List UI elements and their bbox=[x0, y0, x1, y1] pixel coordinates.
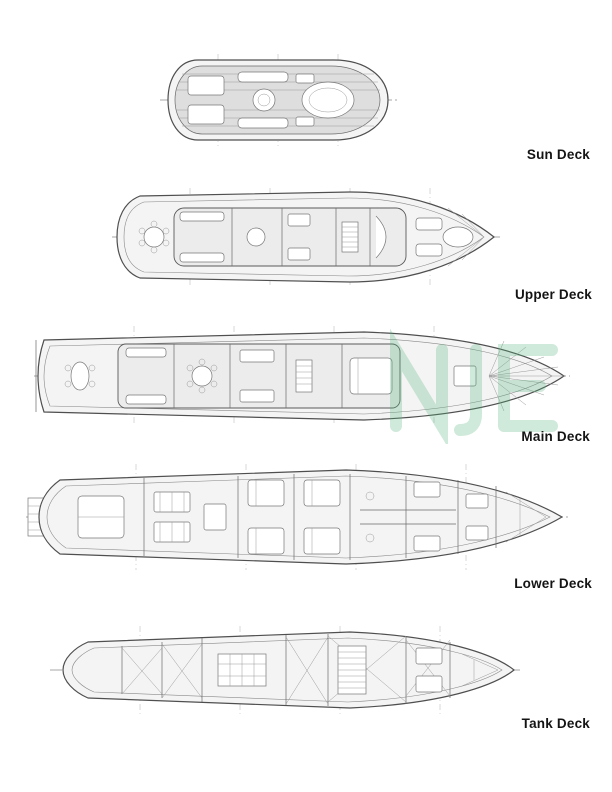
crew-bunk bbox=[413, 535, 441, 552]
crew-bunk bbox=[465, 493, 489, 509]
aft-deck-table bbox=[143, 226, 165, 248]
aft-deck-table bbox=[70, 361, 90, 391]
skylounge-table bbox=[246, 227, 266, 247]
deck-label-upper-deck: Upper Deck bbox=[514, 287, 592, 302]
storage bbox=[415, 647, 443, 665]
sun-pad bbox=[187, 104, 225, 125]
master-bed bbox=[349, 357, 393, 395]
upper-deck-plan bbox=[112, 188, 500, 286]
bow-pad bbox=[442, 226, 474, 248]
jacuzzi bbox=[301, 81, 355, 119]
bow-planking bbox=[447, 207, 485, 267]
sink bbox=[365, 491, 375, 501]
guest-bed bbox=[247, 527, 285, 555]
deck-label-tank-deck: Tank Deck bbox=[521, 716, 590, 731]
main-deck-plan bbox=[34, 326, 570, 426]
generator bbox=[203, 503, 227, 531]
bow-seating bbox=[415, 217, 443, 231]
superstructure bbox=[117, 343, 401, 409]
table bbox=[252, 88, 276, 112]
sofa bbox=[179, 211, 225, 222]
lower-deck-plan bbox=[26, 464, 568, 570]
settee bbox=[237, 71, 289, 83]
deck-label-main-deck: Main Deck bbox=[521, 429, 590, 444]
sofa bbox=[179, 252, 225, 263]
bar bbox=[287, 213, 311, 227]
storage bbox=[415, 675, 443, 693]
sun-deck-plan bbox=[160, 54, 400, 146]
hull-outline bbox=[62, 631, 515, 709]
crew-bunk bbox=[465, 525, 489, 541]
dining-table bbox=[191, 365, 213, 387]
settee bbox=[237, 117, 289, 129]
sun-pad bbox=[187, 75, 225, 96]
guest-bed bbox=[303, 527, 341, 555]
galley bbox=[239, 349, 275, 363]
crew-bunk bbox=[413, 481, 441, 498]
tank-deck-plan bbox=[50, 626, 520, 714]
guest-bed bbox=[303, 479, 341, 507]
helm-console bbox=[375, 215, 387, 259]
bow-thruster bbox=[461, 653, 499, 687]
deck-label-sun-deck: Sun Deck bbox=[526, 147, 590, 162]
guest-bed bbox=[247, 479, 285, 507]
chain-locker bbox=[505, 491, 547, 543]
sink bbox=[365, 533, 375, 543]
deck-label-lower-deck: Lower Deck bbox=[514, 576, 592, 591]
stairs bbox=[295, 359, 313, 393]
salon-sofa bbox=[125, 347, 167, 358]
windlass bbox=[453, 365, 477, 387]
bow-planking bbox=[488, 340, 564, 412]
